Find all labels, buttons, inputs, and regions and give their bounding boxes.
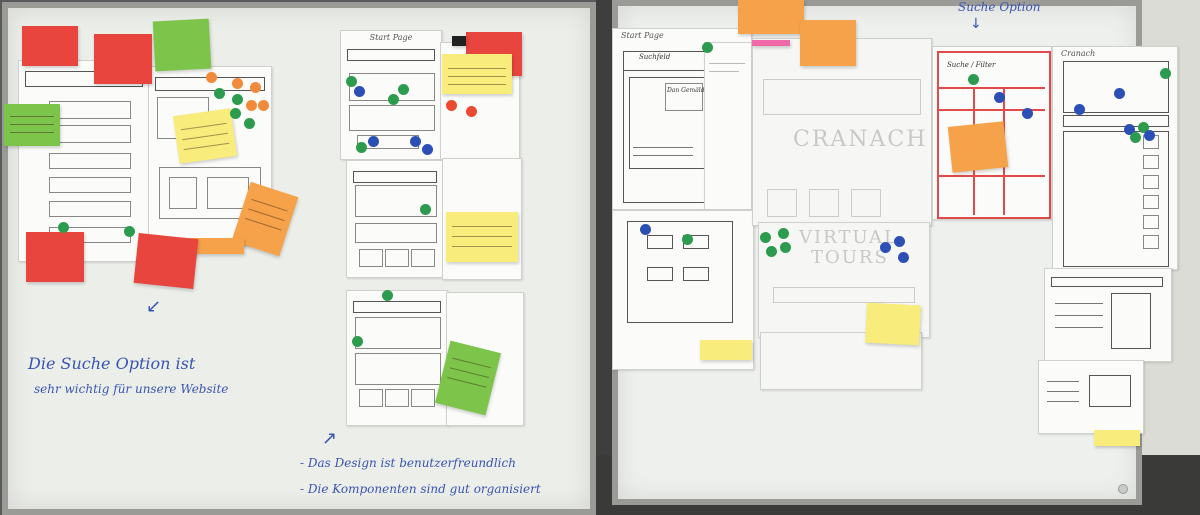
vote-dot-green [778, 228, 789, 239]
sticky-note-yellow [172, 108, 238, 164]
marker-arrow: ↙ [146, 296, 162, 317]
faint-title: TOURS [811, 247, 889, 268]
vote-dot-green [230, 108, 241, 119]
sticky-note-red [133, 233, 199, 289]
wireframe-label: Suche / Filter [947, 61, 996, 69]
vote-dot-green [398, 84, 409, 95]
vote-dot-blue [1114, 88, 1125, 99]
sticky-note-orange [188, 238, 244, 254]
vote-dot-blue [1074, 104, 1085, 115]
sticky-note-green [152, 18, 212, 72]
vote-dot-green [388, 94, 399, 105]
sticky-note-orange [800, 20, 856, 66]
marker-note-components: - Die Komponenten sind gut organisiert [300, 482, 541, 496]
sticky-note-orange [947, 121, 1009, 173]
vote-dot-green [124, 226, 135, 237]
vote-dot-green [356, 142, 367, 153]
wireframe-sheet-detail [1044, 268, 1172, 362]
vote-dot-green [1160, 68, 1171, 79]
vote-dot-blue [640, 224, 651, 235]
sheet-title: Start Page [369, 33, 413, 42]
vote-dot-orange [258, 100, 269, 111]
vote-dot-blue [368, 136, 379, 147]
vote-dot-green [232, 94, 243, 105]
marker-note-search: Die Suche Option ist [28, 354, 196, 373]
vote-dot-blue [410, 136, 421, 147]
sheet-title: Start Page [621, 31, 664, 40]
vote-dot-orange [232, 78, 243, 89]
vote-dot-red [466, 106, 477, 117]
vote-dot-blue [880, 242, 891, 253]
vote-dot-green [214, 88, 225, 99]
sticky-note-pink [752, 40, 790, 46]
sticky-note-orange [452, 36, 466, 46]
wall-gap [596, 0, 612, 515]
marker-arrow: ↗ [322, 428, 338, 449]
vote-dot-blue [1022, 108, 1033, 119]
vote-dot-green [1138, 122, 1149, 133]
marker-note-search-2: sehr wichtig für unsere Website [34, 382, 229, 396]
vote-dot-green [702, 42, 713, 53]
vote-dot-green [780, 242, 791, 253]
wireframe-sheet-7 [346, 290, 448, 426]
wireframe-sheet-cranach: CRANACH [752, 38, 932, 226]
vote-dot-green [58, 222, 69, 233]
magnet [1118, 484, 1128, 494]
sticky-note-green [4, 104, 60, 146]
vote-dot-blue [898, 252, 909, 263]
vote-dot-blue [1144, 130, 1155, 141]
vote-dot-green [420, 204, 431, 215]
vote-dot-green [968, 74, 979, 85]
sticky-note-yellow [700, 340, 752, 360]
vote-dot-green [352, 336, 363, 347]
vote-dot-green [760, 232, 771, 243]
sticky-note-red [26, 232, 84, 282]
sticky-note-yellow [442, 54, 512, 94]
wireframe-sheet-notes [704, 42, 752, 210]
marker-note-top: Suche Option [958, 0, 1041, 14]
sheet-title: Cranach [1061, 49, 1096, 58]
vote-dot-green [1130, 132, 1141, 143]
vote-dot-blue [994, 92, 1005, 103]
sticky-note-yellow [1094, 430, 1140, 446]
vote-dot-red [446, 100, 457, 111]
vote-dot-blue [1124, 124, 1135, 135]
marker-arrow: ↓ [970, 16, 982, 32]
sticky-note-yellow [864, 302, 922, 346]
sticky-note-red [94, 34, 152, 84]
wireframe-sheet-5 [346, 160, 444, 278]
wireframe-label: Suchfeld [639, 53, 671, 61]
sticky-note-red [22, 26, 78, 66]
vote-dot-orange [246, 100, 257, 111]
vote-dot-green [682, 234, 693, 245]
vote-dot-blue [422, 144, 433, 155]
vote-dot-green [382, 290, 393, 301]
vote-dot-green [346, 76, 357, 87]
wireframe-sheet-footer-2 [1038, 360, 1144, 434]
sticky-note-orange [738, 0, 804, 34]
vote-dot-green [766, 246, 777, 257]
vote-dot-green [244, 118, 255, 129]
whiteboard-right: Suche Option ↓ Start Page Suchfeld Dan G… [612, 0, 1178, 505]
faint-title: CRANACH [793, 127, 928, 152]
vote-dot-orange [250, 82, 261, 93]
vote-dot-orange [206, 72, 217, 83]
wireframe-sheet-grid: Cranach [1052, 46, 1178, 270]
vote-dot-blue [894, 236, 905, 247]
wireframe-label: Dan Gemälde [667, 87, 709, 94]
faint-title: VIRTUAL [799, 227, 898, 248]
vote-dot-blue [354, 86, 365, 97]
whiteboard-left: Start Page [2, 2, 596, 515]
sticky-note-yellow [446, 212, 518, 262]
marker-note-design: - Das Design ist benutzerfreundlich [300, 456, 516, 470]
